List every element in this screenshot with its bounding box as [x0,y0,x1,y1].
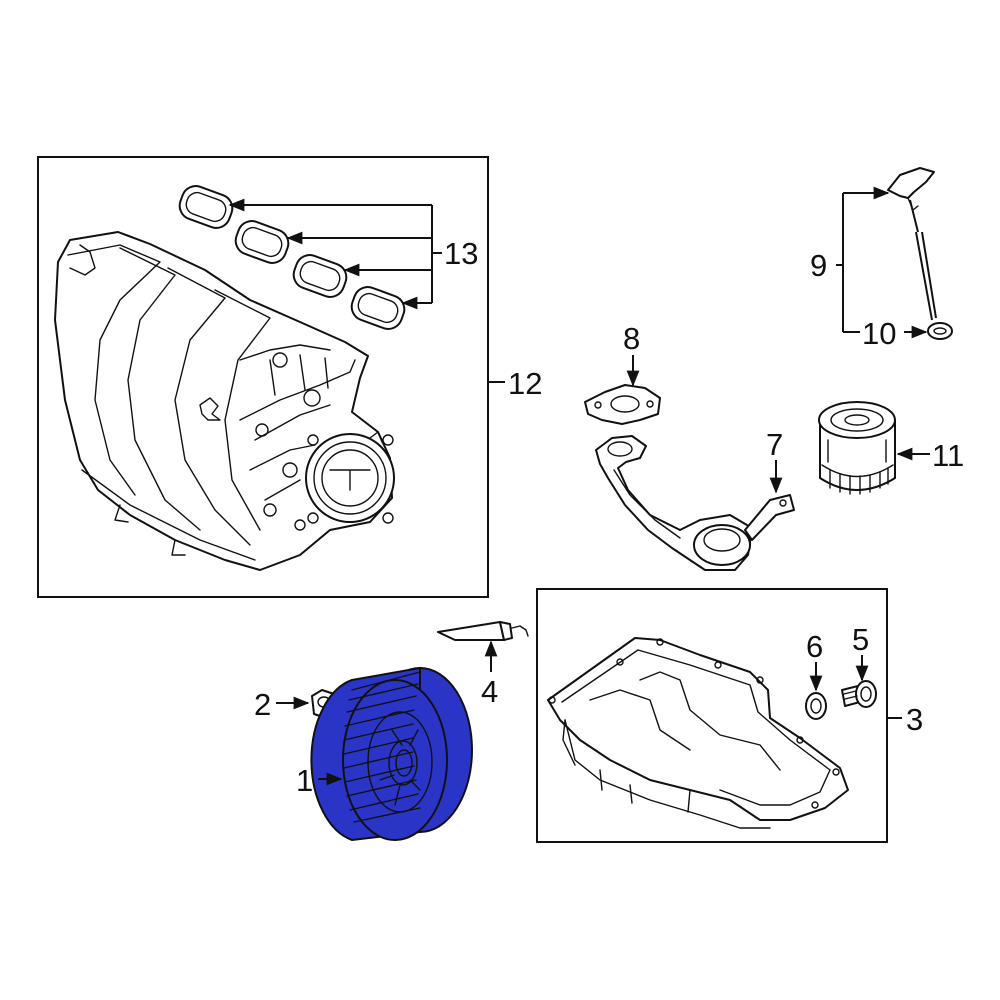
oil-dipstick[interactable] [887,167,937,321]
drain-plug-washer[interactable] [805,692,827,720]
crankshaft-pulley[interactable] [310,666,473,842]
callout-3: 3 [906,702,923,737]
callout-5: 5 [852,622,869,657]
callout-4: 4 [481,674,498,709]
callout-8: 8 [623,321,640,356]
leader-13 [228,198,442,310]
callout-12: 12 [508,366,542,401]
pulley-grooves [343,671,421,823]
callout-11: 11 [932,438,964,473]
callout-2: 2 [254,687,271,722]
pulley-bore [395,749,413,777]
callout-6: 6 [806,629,823,664]
dipstick-seal[interactable] [927,322,953,340]
drain-plug[interactable] [841,680,877,708]
callout-7: 7 [766,427,783,462]
callout-9: 9 [810,248,827,283]
leader-9-10 [836,186,928,339]
callout-13: 13 [444,236,478,271]
manifold-group-box [37,156,489,598]
intake-gaskets[interactable] [176,182,408,333]
callout-10: 10 [862,316,896,351]
intake-manifold[interactable] [54,231,395,571]
pulley-hub [388,740,418,786]
sealant-tube[interactable] [437,621,529,641]
oil-pan[interactable] [547,637,849,829]
oil-filter[interactable] [818,401,896,495]
callout-1: 1 [296,763,313,798]
pulley-inner-ring [367,711,433,813]
pickup-gasket[interactable] [584,384,661,425]
oil-pan-group-box [536,588,888,843]
oil-pickup-tube[interactable] [595,435,795,571]
